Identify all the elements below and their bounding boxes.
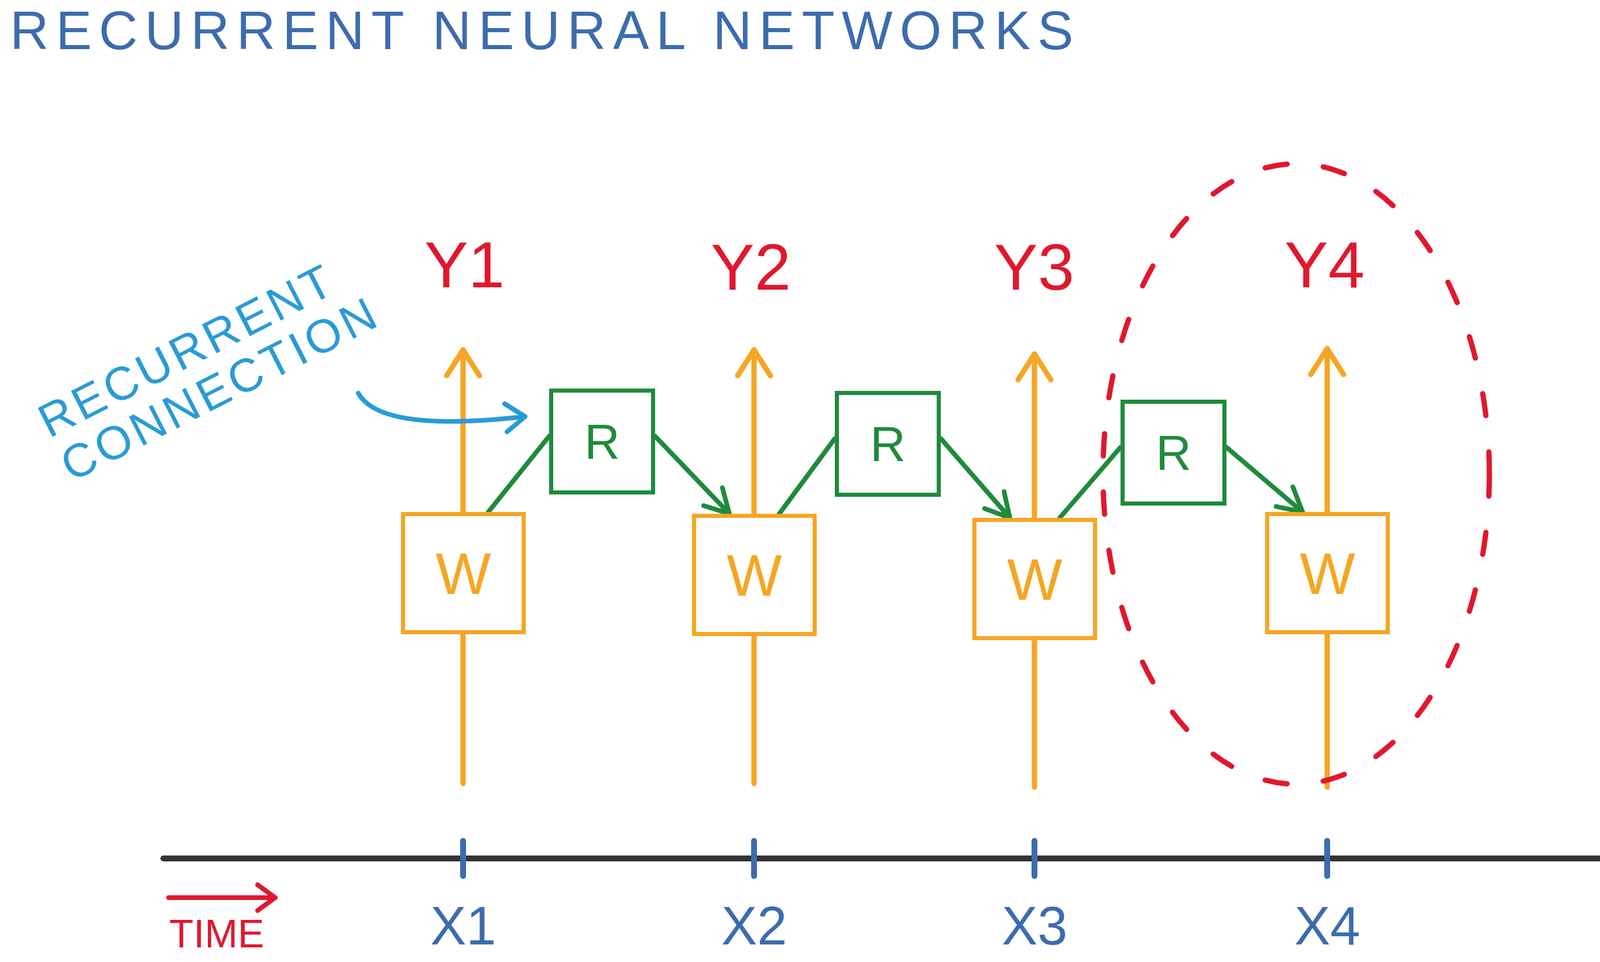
- connector-line: [1059, 447, 1121, 519]
- input-label: X2: [721, 898, 788, 955]
- output-line: [751, 350, 757, 515]
- output-line: [1324, 348, 1331, 513]
- output-line: [460, 350, 467, 513]
- input-line: [751, 636, 757, 784]
- recurrent-box: R: [834, 391, 941, 498]
- arrowhead: [984, 491, 1010, 519]
- leader-curve: [358, 393, 524, 422]
- axis-line: [163, 855, 1600, 862]
- input-label: X1: [430, 898, 497, 955]
- diagram-title: RECURRENT NEURAL NETWORKS: [9, 3, 1081, 58]
- recurrent-box: R: [549, 388, 656, 495]
- input-output-arrows: [446, 348, 1344, 788]
- weight-box: W: [401, 512, 526, 635]
- input-line: [1032, 640, 1038, 788]
- box-label: R: [869, 419, 906, 469]
- leader-arrow: [358, 393, 526, 433]
- box-label: W: [1299, 544, 1355, 604]
- output-label: Y4: [1284, 230, 1365, 300]
- recurrent-connector: [1226, 447, 1303, 513]
- output-label: Y3: [994, 233, 1075, 303]
- input-line: [460, 634, 467, 784]
- recurrent-connector: [1059, 447, 1121, 519]
- connector-line: [940, 438, 1010, 519]
- output-arrowhead: [1310, 348, 1344, 375]
- weight-box: W: [1265, 512, 1390, 635]
- output-arrowhead: [446, 350, 480, 376]
- output-label: Y2: [710, 233, 791, 303]
- box-label: W: [435, 544, 491, 604]
- box-label: W: [726, 546, 782, 605]
- connector-line: [488, 436, 550, 513]
- recurrent-connector: [488, 436, 550, 513]
- callout-text: RECURRENT CONNECTION: [30, 243, 387, 491]
- box-label: R: [1155, 428, 1192, 478]
- leader-arrowhead: [504, 403, 526, 433]
- box-label: W: [1006, 550, 1062, 609]
- output-line: [1032, 354, 1038, 519]
- output-arrowhead: [1018, 354, 1051, 380]
- axis-tick: [460, 841, 467, 877]
- recurrent-connector: [940, 438, 1010, 519]
- input-label: X4: [1294, 898, 1361, 955]
- connector-line: [779, 438, 835, 515]
- time-axis: [163, 841, 1600, 877]
- axis-tick: [1324, 841, 1331, 877]
- time-arrowhead: [257, 885, 276, 911]
- connector-line: [655, 436, 730, 515]
- connector-line: [1226, 447, 1303, 513]
- input-label: X3: [1001, 898, 1068, 955]
- arrowhead: [1276, 487, 1303, 513]
- output-arrowhead: [737, 350, 771, 376]
- arrowhead: [703, 488, 730, 515]
- time-arrow-line: [168, 895, 276, 901]
- weight-box: W: [972, 518, 1098, 641]
- highlight-ellipse: [1102, 163, 1490, 785]
- box-label: R: [584, 417, 620, 467]
- output-label: Y1: [424, 230, 505, 300]
- recurrent-box: R: [1120, 399, 1227, 506]
- axis-tick: [751, 841, 757, 877]
- input-line: [1324, 634, 1331, 788]
- axis-tick: [1031, 841, 1038, 877]
- time-arrow: [168, 885, 276, 911]
- weight-box: W: [691, 514, 817, 637]
- recurrent-connector: [779, 438, 835, 515]
- recurrent-connector: [655, 436, 730, 515]
- time-label: TIME: [169, 913, 265, 955]
